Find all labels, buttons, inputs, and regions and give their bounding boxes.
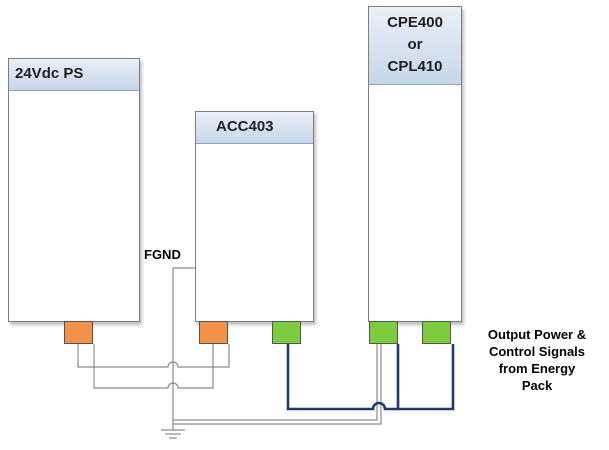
cpe400-terminal-2	[422, 321, 451, 344]
power-supply-title: 24Vdc PS	[15, 65, 84, 82]
acc403-power-terminal	[199, 321, 228, 344]
cpe400-title-line-2: or	[407, 36, 423, 53]
output-label-line-4: Pack	[521, 378, 553, 393]
cpe-ground-wire-2	[173, 344, 378, 421]
output-label-line-1: Output Power &	[487, 327, 587, 342]
ps-acc-wire-lower	[93, 344, 214, 389]
ps-terminal	[64, 321, 93, 344]
acc403-module: ACC403	[195, 111, 314, 322]
ps-acc-wire-upper	[77, 344, 230, 368]
cpe400-title-line-1: CPE400	[387, 14, 443, 31]
fgnd-wire	[172, 267, 205, 430]
cpe400-terminal-1	[369, 321, 398, 344]
cpe400-header: CPE400 or CPL410	[369, 7, 461, 85]
fgnd-label: FGND	[144, 247, 181, 262]
energy-pack-wire-cpe	[398, 344, 455, 411]
acc403-header: ACC403	[196, 112, 313, 144]
cpe-ground-wire	[173, 344, 382, 425]
output-label-line-2: Control Signals	[488, 344, 586, 359]
power-supply-module: 24Vdc PS	[8, 58, 140, 322]
output-label-line-3: from Energy	[498, 361, 576, 376]
cpe400-title-line-3: CPL410	[387, 58, 443, 75]
acc403-title: ACC403	[216, 118, 274, 135]
energy-pack-wire-acc	[286, 344, 400, 411]
cpe400-module: CPE400 or CPL410	[368, 6, 462, 322]
power-supply-header: 24Vdc PS	[9, 59, 139, 91]
acc403-energy-terminal	[272, 321, 301, 344]
ground-symbol	[161, 429, 185, 439]
output-power-label: Output Power & Control Signals from Ener…	[466, 326, 608, 394]
